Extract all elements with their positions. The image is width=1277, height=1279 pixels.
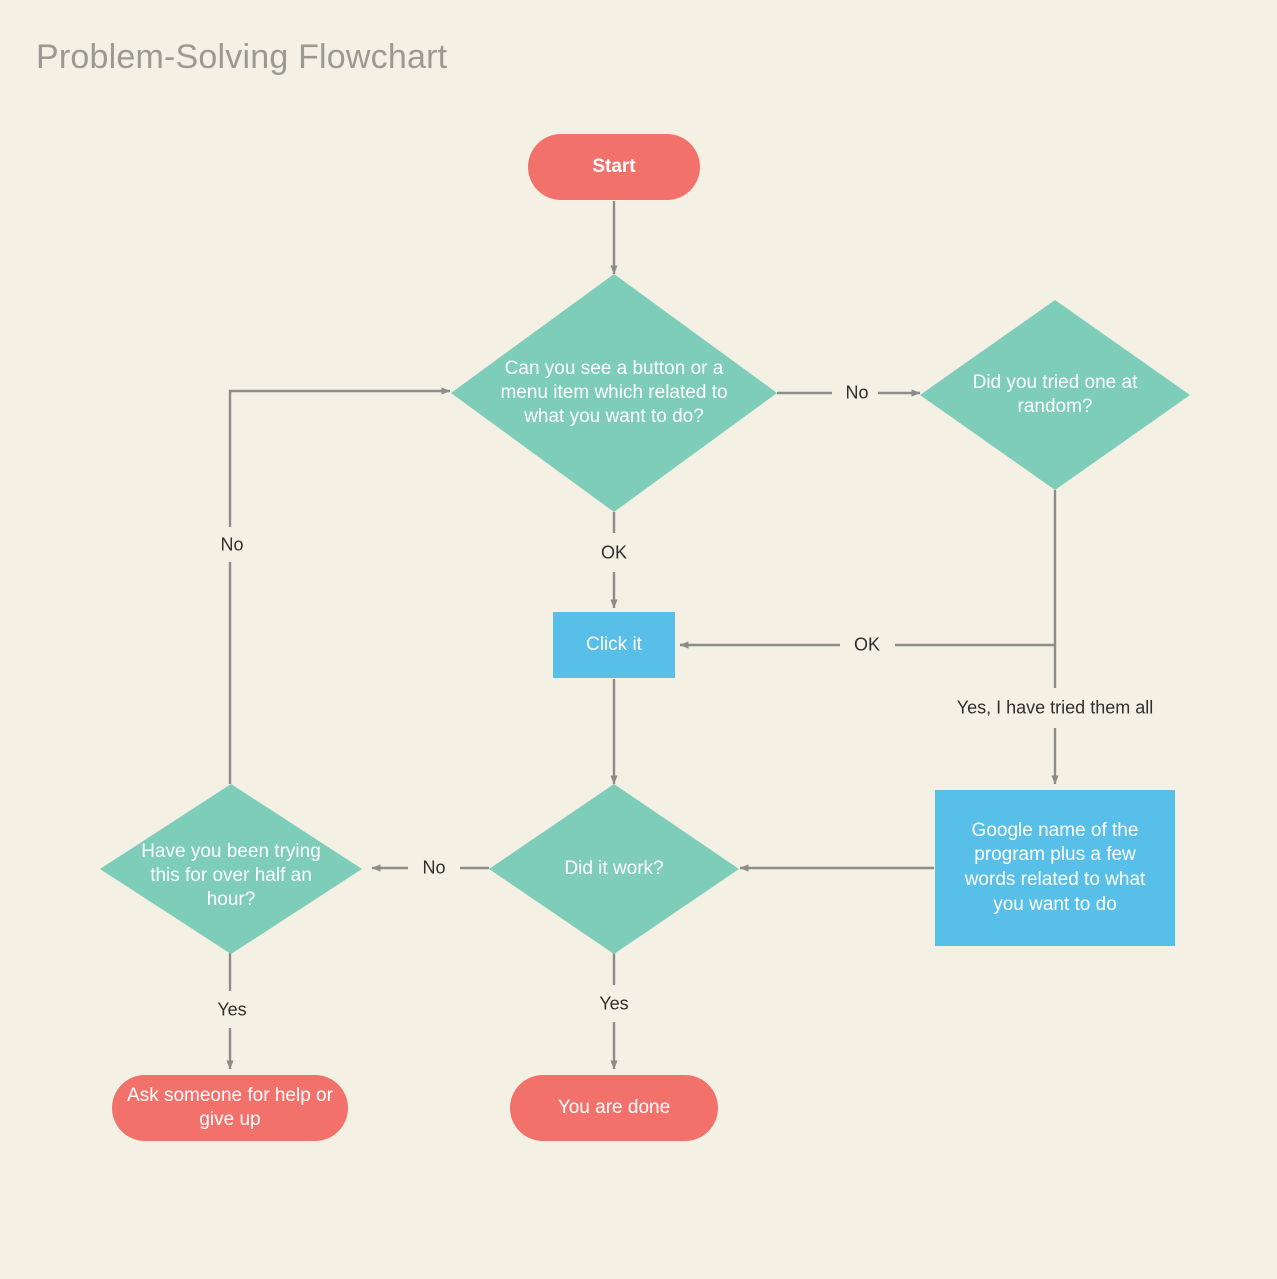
node-click-it-label: Click it [586, 633, 642, 655]
node-start[interactable]: Start [528, 134, 700, 200]
node-click-it[interactable]: Click it [553, 612, 675, 678]
edge-label-tried-random-ok: OK [846, 634, 888, 656]
node-ask-someone-for-help[interactable]: Ask someone for help or give up [112, 1075, 348, 1141]
node-you-are-done-label: You are done [557, 1097, 671, 1119]
node-have-you-been-trying-label: Have you been trying this for over half … [141, 840, 321, 911]
node-start-label: Start [592, 156, 636, 178]
node-did-it-work[interactable]: Did it work? [489, 784, 739, 954]
node-did-you-tried-one-at-random-label: Did you tried one at random? [972, 371, 1138, 417]
node-google-it[interactable]: Google name of the program plus a few wo… [935, 790, 1175, 946]
edge-half-hour-no-b [228, 389, 415, 527]
node-you-are-done[interactable]: You are done [510, 1075, 718, 1141]
node-ask-someone-for-help-label: Ask someone for help or give up [127, 1085, 333, 1130]
node-have-you-been-trying[interactable]: Have you been trying this for over half … [100, 784, 362, 954]
node-can-you-see-a-button-label: Can you see a button or a menu item whic… [500, 357, 728, 428]
page-title: Problem-Solving Flowchart [36, 38, 448, 76]
edge-label-half-hour-no: No [213, 534, 251, 556]
node-can-you-see-a-button[interactable]: Can you see a button or a menu item whic… [451, 274, 777, 512]
edge-label-see-button-no: No [838, 382, 876, 404]
edge-label-see-button-ok: OK [593, 542, 635, 564]
edge-label-did-it-work-no: No [415, 857, 453, 879]
edge-label-tried-random-yes: Yes, I have tried them all [949, 697, 1161, 719]
node-did-it-work-label: Did it work? [564, 857, 664, 879]
node-did-you-tried-one-at-random[interactable]: Did you tried one at random? [920, 300, 1190, 490]
edge-tried-random-ok-a [895, 490, 1057, 647]
edge-label-did-it-work-yes: Yes [592, 993, 636, 1015]
edge-label-half-hour-yes: Yes [210, 999, 254, 1021]
node-google-it-label: Google name of the program plus a few wo… [964, 819, 1146, 915]
